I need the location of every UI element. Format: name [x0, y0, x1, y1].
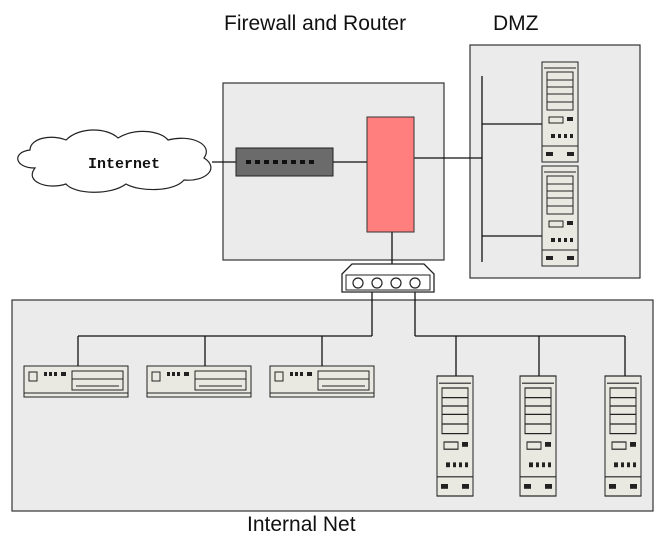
internal-net-title: Internal Net [247, 513, 356, 536]
modem-icon [235, 147, 334, 177]
internal-tower-icon [519, 375, 557, 497]
internal-tower-icon [604, 375, 642, 497]
cloud-icon [17, 129, 212, 193]
desktop-pc-icon [269, 365, 375, 398]
firewall-router-title: Firewall and Router [224, 12, 406, 35]
network-links [77, 76, 626, 376]
internet-label: Internet [88, 156, 160, 173]
switch-icon [341, 263, 435, 293]
firewall-icon [366, 116, 415, 233]
internal-net-zone [11, 299, 654, 512]
desktop-pc-icon [23, 365, 129, 398]
desktop-pc-icon [146, 365, 252, 398]
dmz-title: DMZ [493, 12, 539, 35]
dmz-server-tower-icon [541, 165, 579, 267]
dmz-server-tower-icon [541, 61, 579, 163]
internal-tower-icon [436, 375, 474, 497]
